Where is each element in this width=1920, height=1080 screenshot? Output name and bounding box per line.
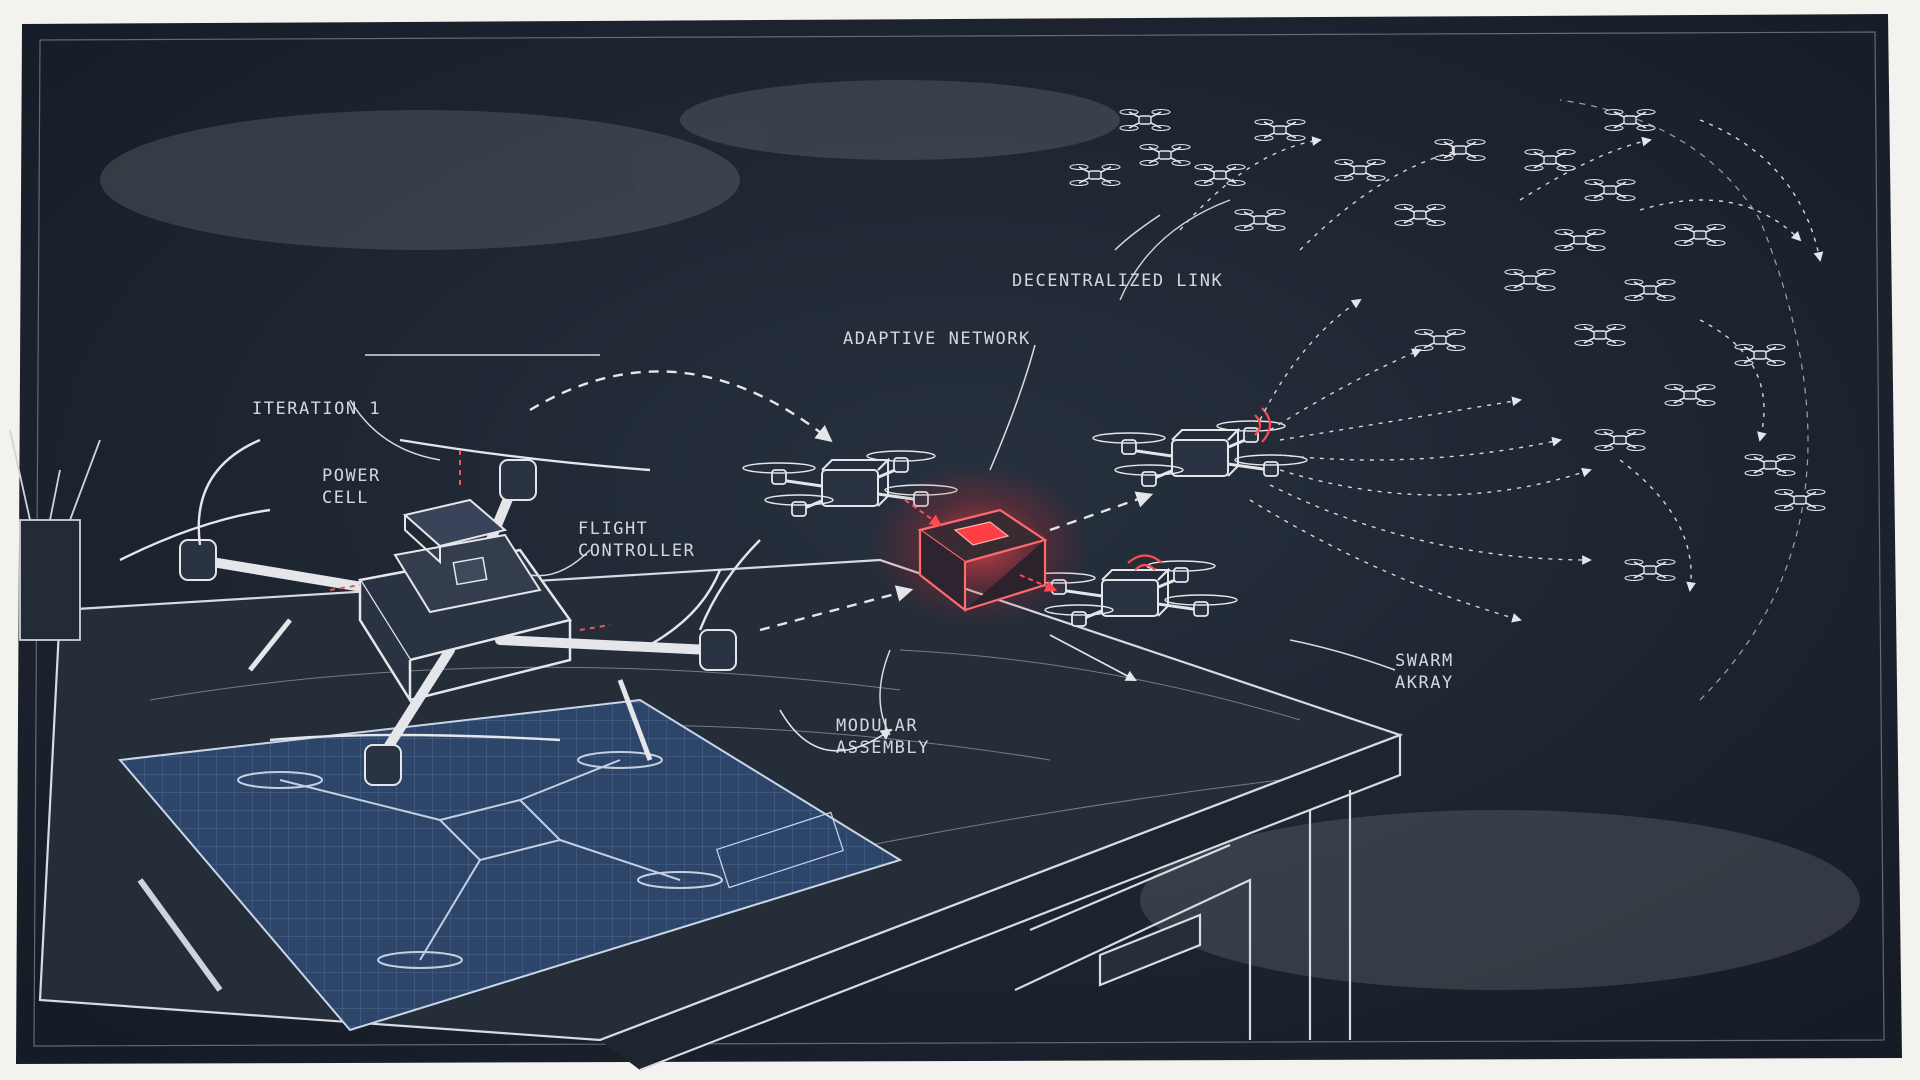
blueprint-sheet	[118, 698, 903, 1032]
label-adaptive-network: ADAPTIVE NETWORK	[843, 329, 1031, 349]
label-power-cell: POWER CELL	[322, 465, 381, 509]
label-power-cell-line-2: CELL	[322, 488, 369, 508]
label-flight-controller: FLIGHT CONTROLLER	[578, 518, 695, 562]
label-flight-controller-line-2: CONTROLLER	[578, 541, 696, 561]
label-swarm-array-line-2: AKRAY	[1395, 673, 1454, 693]
label-modular-assembly-line-2: ASSEMBLY	[836, 738, 930, 758]
label-decentralized-link: DECENTRALIZED LINK	[1012, 271, 1224, 291]
label-iteration-1: ITERATION 1	[252, 399, 382, 419]
network-core-module	[870, 465, 1090, 625]
label-swarm-array: SWARM AKRAY	[1395, 650, 1454, 694]
label-swarm-array-line-1: SWARM	[1395, 651, 1454, 671]
label-modular-assembly-line-1: MODULAR	[836, 716, 919, 736]
label-modular-assembly: MODULAR ASSEMBLY	[836, 715, 930, 759]
tool-pot	[9, 429, 223, 992]
label-flight-controller-line-1: FLIGHT	[578, 519, 649, 539]
drone-iteration-1	[119, 438, 761, 786]
label-power-cell-line-1: POWER	[322, 466, 381, 486]
